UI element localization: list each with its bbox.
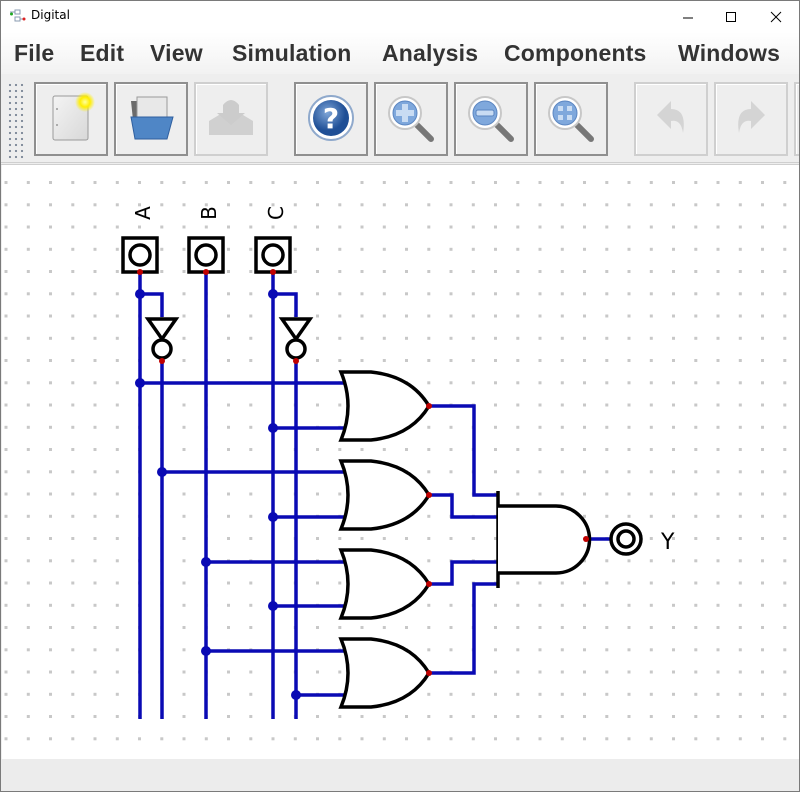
menu-analysis[interactable]: Analysis <box>382 40 479 66</box>
menu-windows[interactable]: Windows <box>678 40 781 66</box>
input-label-c: C <box>264 206 288 220</box>
wire-or3-out[interactable] <box>429 560 498 586</box>
wire-or2-out[interactable] <box>429 493 498 519</box>
input-c[interactable] <box>254 236 292 274</box>
save-button[interactable] <box>194 82 268 156</box>
maximize-icon <box>726 11 736 22</box>
circuit-canvas[interactable]: A B C <box>2 165 799 759</box>
wires <box>138 272 613 719</box>
wire-c-to-not[interactable] <box>273 292 298 317</box>
menu-edit[interactable]: Edit <box>80 40 125 66</box>
status-bar <box>1 759 799 791</box>
menu-simulation[interactable]: Simulation <box>232 40 352 66</box>
svg-text:?: ? <box>323 102 339 135</box>
not-gate-c[interactable] <box>278 317 314 360</box>
input-label-b: B <box>197 206 221 220</box>
toolbar: ? <box>1 74 799 165</box>
circuit-diagram[interactable]: A B C <box>2 165 799 759</box>
wire-or1-out[interactable] <box>429 404 498 497</box>
menu-file[interactable]: File <box>14 40 55 66</box>
undo-icon <box>657 101 684 133</box>
menu-view[interactable]: View <box>150 40 203 66</box>
maximize-button[interactable] <box>708 1 754 32</box>
wire-or4-out[interactable] <box>429 582 498 675</box>
input-a[interactable] <box>121 236 159 274</box>
menu-components[interactable]: Components <box>504 40 647 66</box>
minimize-button[interactable] <box>665 1 711 32</box>
zoom-in-button[interactable] <box>374 82 448 156</box>
zoom-out-button[interactable] <box>454 82 528 156</box>
pin-markers <box>137 269 589 676</box>
app-logo-icon <box>10 9 26 22</box>
close-icon <box>770 11 782 22</box>
help-icon: ? <box>308 95 354 141</box>
redo-icon <box>738 101 765 133</box>
zoom-out-icon <box>468 96 514 142</box>
output-label-y: Y <box>660 530 675 555</box>
zoom-fit-icon <box>548 96 594 142</box>
zoom-in-icon <box>388 96 434 142</box>
output-y[interactable] <box>609 522 643 556</box>
window-title: Digital <box>31 8 70 22</box>
help-button[interactable]: ? <box>294 82 368 156</box>
or-gate-3[interactable] <box>338 548 432 620</box>
close-button[interactable] <box>753 1 799 32</box>
new-document-icon <box>52 92 95 141</box>
and-gate[interactable] <box>496 491 592 588</box>
minimize-icon <box>683 17 693 18</box>
or-gate-1[interactable] <box>338 370 432 442</box>
open-button[interactable] <box>114 82 188 156</box>
menu-bar: File Edit View Simulation Analysis Compo… <box>1 32 799 74</box>
toolbar-grip[interactable] <box>7 82 26 160</box>
open-folder-icon <box>130 96 174 140</box>
toolbar-overflow-button[interactable] <box>794 82 799 156</box>
wire-a-to-not[interactable] <box>140 292 164 317</box>
input-b[interactable] <box>187 236 225 274</box>
or-gate-4[interactable] <box>338 637 432 709</box>
not-gate-a[interactable] <box>144 317 180 360</box>
undo-button[interactable] <box>634 82 708 156</box>
title-bar: Digital <box>1 1 799 32</box>
save-icon <box>209 100 253 135</box>
redo-button[interactable] <box>714 82 788 156</box>
new-button[interactable] <box>34 82 108 156</box>
input-label-a: A <box>131 206 155 220</box>
or-gate-2[interactable] <box>338 459 432 531</box>
wire-junctions <box>135 289 301 700</box>
fit-to-window-button[interactable] <box>534 82 608 156</box>
